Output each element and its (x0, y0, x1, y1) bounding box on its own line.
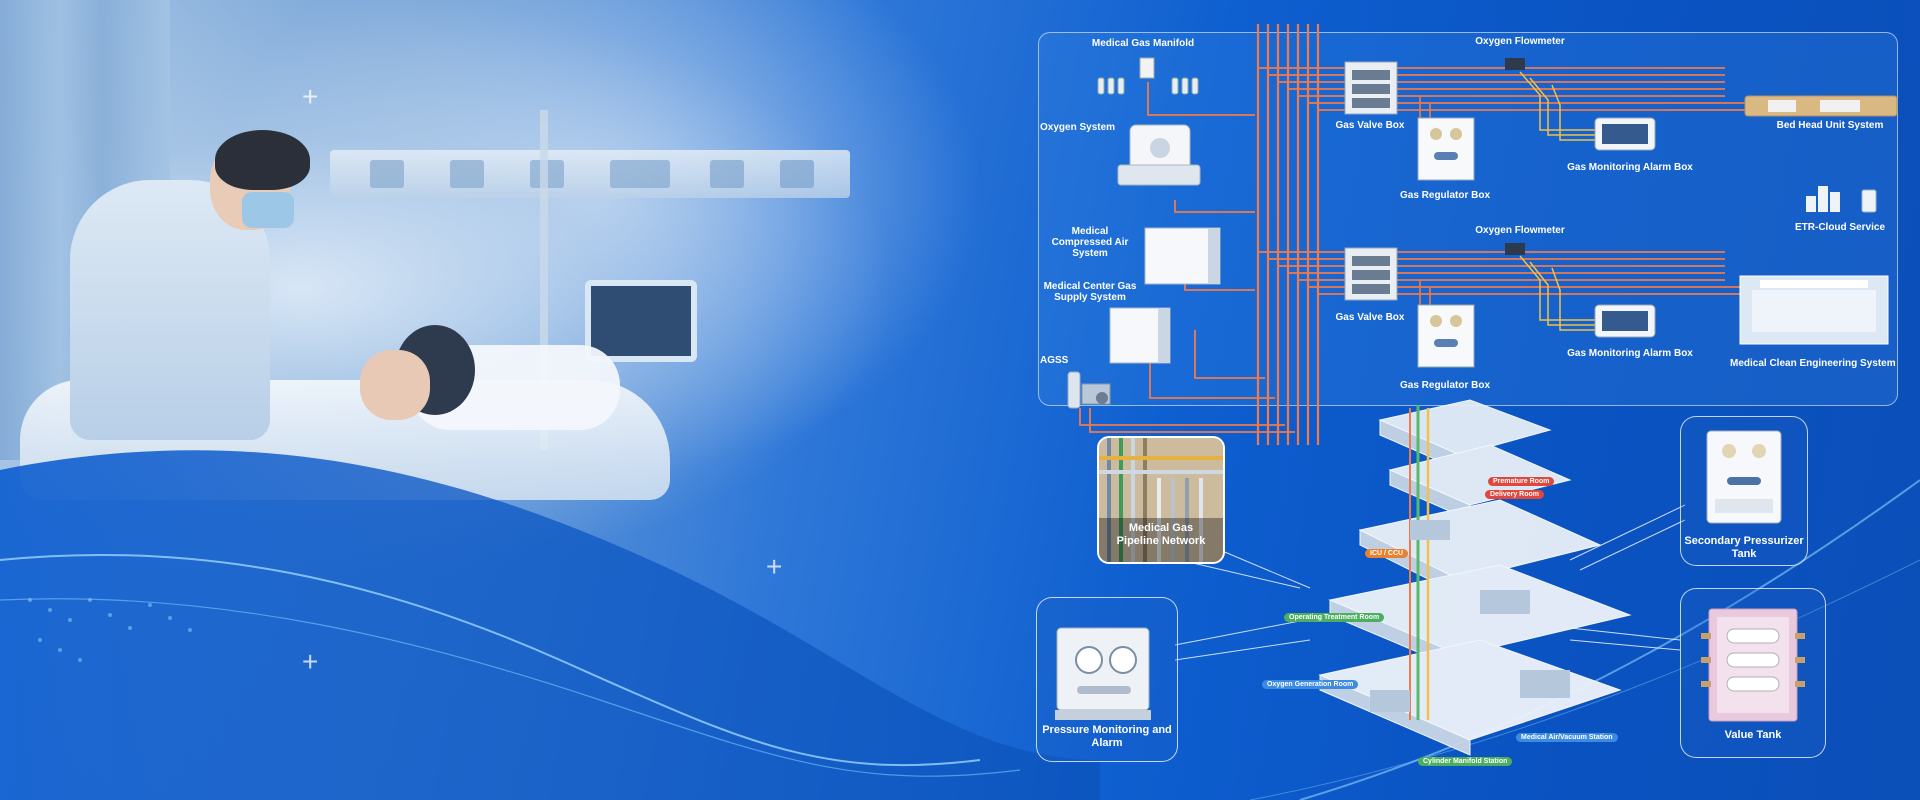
alarm-box-top (1594, 117, 1656, 151)
manifold-label: Medical Gas Manifold (1091, 38, 1195, 49)
pressurizer-caption: Secondary Pressurizer Tank (1684, 535, 1804, 560)
plus-icon: + (302, 81, 319, 112)
compressed-air-icon (1144, 227, 1221, 285)
wall-gas-rail (330, 150, 850, 198)
pressurizer-callout: Secondary Pressurizer Tank (1680, 416, 1808, 566)
compressed-air-label: Medical Compressed Air System (1051, 226, 1129, 259)
cloud-service-icon (1806, 186, 1877, 213)
regulator-top-label: Gas Regulator Box (1399, 190, 1491, 201)
center-gas-label: Medical Center Gas Supply System (1043, 281, 1137, 303)
tag-premature: Premature Room (1488, 477, 1555, 486)
pressure-callout: Pressure Monitoring and Alarm (1036, 597, 1178, 762)
agss-icon (1067, 371, 1111, 409)
valve-box-mid (1344, 247, 1398, 301)
alarm-top-label: Gas Monitoring Alarm Box (1567, 162, 1693, 173)
tag-operating: Operating Treatment Room (1284, 613, 1385, 622)
regulator-box-top (1417, 117, 1475, 181)
tag-delivery: Delivery Room (1485, 490, 1545, 499)
clean-room-icon (1739, 275, 1889, 345)
value-tank-callout: Value Tank (1680, 588, 1826, 758)
pressure-caption: Pressure Monitoring and Alarm (1042, 724, 1172, 749)
value-tank-caption: Value Tank (1724, 729, 1782, 741)
oxygen-system-label: Oxygen System (1040, 122, 1116, 133)
valve-box-top (1344, 61, 1398, 115)
valve-box-top-label: Gas Valve Box (1335, 120, 1405, 131)
nurse-hair (215, 130, 310, 190)
nurse-mask (242, 192, 294, 228)
tag-air-vacuum: Medical Air/Vacuum Station (1516, 733, 1618, 742)
flowmeter-top-label: Oxygen Flowmeter (1475, 36, 1565, 47)
regulator-mid-label: Gas Regulator Box (1399, 380, 1491, 391)
patient-monitor (585, 280, 697, 362)
flowmeter-mid-label: Oxygen Flowmeter (1475, 225, 1565, 236)
bed-head-unit-icon (1744, 95, 1898, 117)
bed-head-label: Bed Head Unit System (1776, 120, 1884, 131)
tag-oxygen-gen: Oxygen Generation Room (1262, 680, 1359, 689)
clean-eng-label: Medical Clean Engineering System (1730, 358, 1896, 369)
tag-cylinder: Cylinder Manifold Station (1418, 757, 1513, 766)
pipeline-photo: Medical Gas Pipeline Network (1097, 436, 1225, 564)
oxygen-system-icon (1117, 124, 1201, 186)
plus-icon: + (766, 551, 783, 582)
iv-pole (540, 110, 548, 450)
regulator-box-mid (1417, 304, 1475, 368)
cloud-label: ETR-Cloud Service (1794, 222, 1886, 233)
plus-icon: + (302, 646, 319, 677)
tag-icu: ICU / CCU (1365, 549, 1409, 558)
valve-box-mid-label: Gas Valve Box (1335, 312, 1405, 323)
alarm-mid-label: Gas Monitoring Alarm Box (1567, 348, 1693, 359)
flowmeter-icon (1505, 58, 1525, 70)
pipeline-caption: Medical Gas Pipeline Network (1116, 522, 1206, 547)
agss-label: AGSS (1040, 355, 1069, 366)
manifold-icon (1097, 57, 1199, 95)
alarm-box-mid (1594, 304, 1656, 338)
patient-face (360, 350, 430, 420)
flowmeter-icon (1505, 243, 1525, 255)
